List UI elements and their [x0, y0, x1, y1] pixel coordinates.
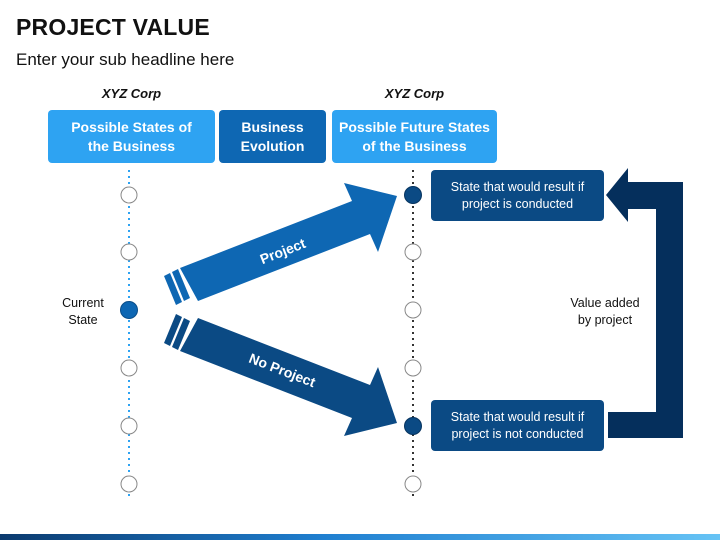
right-state-circle: [404, 243, 422, 261]
left-state-circle: [120, 243, 138, 261]
header-future-states-text: Possible Future States of the Business: [339, 118, 490, 154]
bottom-accent-bar: [0, 534, 720, 540]
page-title: PROJECT VALUE: [16, 14, 210, 40]
not-conducted-state-circle: [404, 417, 422, 435]
page-subtitle: Enter your sub headline here: [16, 50, 235, 69]
value-added-text: Value added by project: [570, 296, 640, 327]
header-business-evolution: Business Evolution: [219, 110, 326, 163]
state-box-not-conducted: State that would result if project is no…: [431, 400, 604, 451]
state-box-conducted: State that would result if project is co…: [431, 170, 604, 221]
state-conducted-text: State that would result if project is co…: [450, 179, 585, 211]
header-business-evolution-text: Business Evolution: [240, 118, 305, 154]
header-future-states: Possible Future States of the Business: [332, 110, 497, 163]
current-state-circle: [120, 301, 138, 319]
state-not-conducted-text: State that would result if project is no…: [450, 409, 585, 441]
left-state-circle: [120, 359, 138, 377]
current-state-label: Current State: [46, 295, 120, 329]
value-added-bracket-arrow: [606, 168, 683, 438]
right-state-circle: [404, 359, 422, 377]
left-state-circle: [120, 417, 138, 435]
value-added-label: Value added by project: [558, 295, 652, 329]
current-state-text: Current State: [62, 296, 104, 327]
right-state-circle: [404, 475, 422, 493]
header-possible-states: Possible States of the Business: [48, 110, 215, 163]
no-project-arrow: No Project: [164, 314, 397, 436]
left-state-circle: [120, 186, 138, 204]
right-state-circle: [404, 301, 422, 319]
header-possible-states-text: Possible States of the Business: [71, 118, 192, 154]
project-arrow: Project: [164, 183, 397, 305]
left-state-circle: [120, 475, 138, 493]
conducted-state-circle: [404, 186, 422, 204]
right-corp-label: XYZ Corp: [384, 86, 445, 101]
left-corp-label: XYZ Corp: [101, 86, 162, 101]
